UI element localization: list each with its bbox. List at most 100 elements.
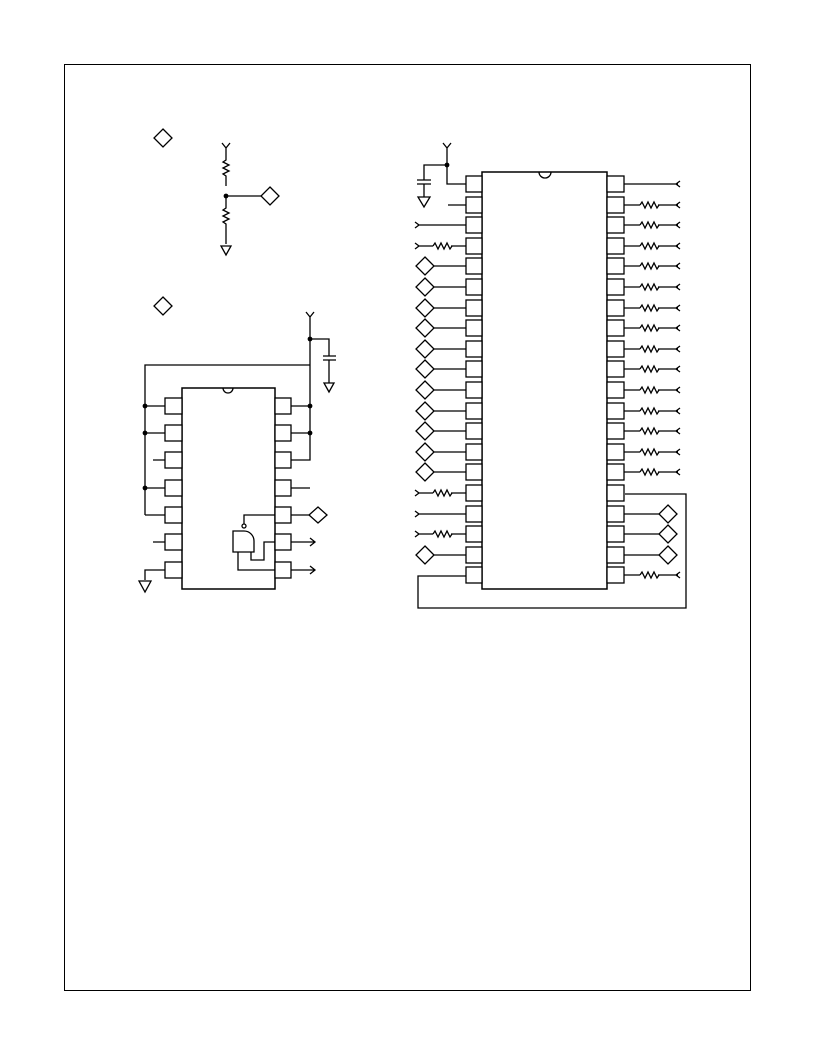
- label-diamond-1: [153, 128, 173, 148]
- resistor-icon: [639, 282, 660, 292]
- input-arrow: [624, 386, 681, 394]
- node-diamond-icon: [658, 545, 678, 565]
- ic-pin: [164, 561, 183, 579]
- input-arrow: [414, 510, 466, 518]
- ic-pin: [164, 533, 183, 551]
- ic-pin: [465, 257, 483, 275]
- resistor-icon: [221, 154, 231, 186]
- ic-pin: [606, 257, 625, 275]
- resistor-icon: [639, 241, 660, 251]
- node-diamond-icon: [415, 401, 435, 421]
- node-diamond-icon: [415, 442, 435, 462]
- input-arrow: [624, 365, 681, 373]
- input-arrow: [624, 180, 681, 188]
- input-arrow: [624, 304, 681, 312]
- ic-pin: [606, 546, 625, 564]
- ic-pin: [274, 397, 292, 415]
- ic-pin: [606, 216, 625, 234]
- node-diamond-icon: [658, 504, 678, 524]
- resistor-icon: [639, 570, 660, 580]
- ground-icon: [137, 580, 153, 594]
- ic-pin: [606, 463, 625, 481]
- ic-pin: [465, 484, 483, 502]
- ic-pin: [606, 505, 625, 523]
- resistor-icon: [639, 385, 660, 395]
- resistor-icon: [432, 241, 453, 251]
- ic-pin: [606, 299, 625, 317]
- capacitor-icon: [417, 164, 447, 197]
- ic-pin: [274, 561, 292, 579]
- resistor-icon: [639, 323, 660, 333]
- figure-border: [64, 64, 751, 991]
- resistor-icon: [639, 303, 660, 313]
- ic-pin: [164, 479, 183, 497]
- label-diamond-2: [153, 296, 173, 316]
- input-arrow: [624, 427, 681, 435]
- input-arrow: [624, 345, 681, 353]
- resistor-icon: [639, 406, 660, 416]
- ic-pin: [606, 443, 625, 461]
- ground-icon: [219, 245, 233, 257]
- output-node-icon: [308, 506, 328, 524]
- ic-pin: [465, 340, 483, 358]
- ic-pin: [164, 424, 183, 442]
- ic-pin: [465, 422, 483, 440]
- ic-pin: [164, 451, 183, 469]
- ic-pin: [465, 463, 483, 481]
- ic-pin: [606, 566, 625, 584]
- ic-pin: [164, 506, 183, 524]
- ic-pin: [274, 533, 292, 551]
- input-arrow: [414, 530, 466, 538]
- vcc-icon: [442, 142, 467, 185]
- ic-pin: [606, 422, 625, 440]
- input-arrow: [624, 283, 681, 291]
- resistor-icon: [639, 261, 660, 271]
- input-arrow: [624, 407, 681, 415]
- ic-pin: [606, 525, 625, 543]
- node-diamond-icon: [415, 298, 435, 318]
- ic-pin: [274, 506, 292, 524]
- resistor-icon: [221, 196, 231, 244]
- ic-pin: [465, 402, 483, 420]
- node-diamond-icon: [415, 462, 435, 482]
- output-node-icon: [260, 186, 280, 206]
- node-diamond-icon: [415, 421, 435, 441]
- input-arrow: [414, 221, 466, 229]
- input-arrow: [624, 242, 681, 250]
- ic-pin: [274, 451, 292, 469]
- ic-pin: [465, 505, 483, 523]
- ic-pin: [465, 319, 483, 337]
- ic-pin: [606, 278, 625, 296]
- ic-pin: [606, 340, 625, 358]
- ground-icon: [322, 382, 336, 394]
- input-arrow: [624, 324, 681, 332]
- vcc-icon: [221, 142, 231, 154]
- ic-pin: [465, 381, 483, 399]
- input-arrow: [624, 201, 681, 209]
- ic-pin: [465, 443, 483, 461]
- node-diamond-icon: [415, 277, 435, 297]
- ground-icon: [416, 196, 432, 209]
- node-diamond-icon: [415, 359, 435, 379]
- ic-pin: [465, 299, 483, 317]
- ic-pin: [465, 278, 483, 296]
- ic-pin: [274, 479, 292, 497]
- resistor-icon: [639, 364, 660, 374]
- ic-pin: [274, 424, 292, 442]
- ic-40pin-circuit: [414, 142, 687, 609]
- node-diamond-icon: [415, 545, 435, 565]
- ic-pin: [465, 175, 483, 193]
- ic-pin: [606, 381, 625, 399]
- ic-pin: [465, 525, 483, 543]
- resistor-icon: [639, 344, 660, 354]
- node-diamond-icon: [415, 380, 435, 400]
- nand-gate-icon: [232, 530, 255, 553]
- capacitor-icon: [310, 338, 336, 383]
- input-arrow: [624, 468, 681, 476]
- resistor-icon: [639, 467, 660, 477]
- ic-pin: [465, 566, 483, 584]
- input-arrow: [414, 242, 466, 250]
- input-arrow: [624, 221, 681, 229]
- gate-circuit: [137, 296, 336, 594]
